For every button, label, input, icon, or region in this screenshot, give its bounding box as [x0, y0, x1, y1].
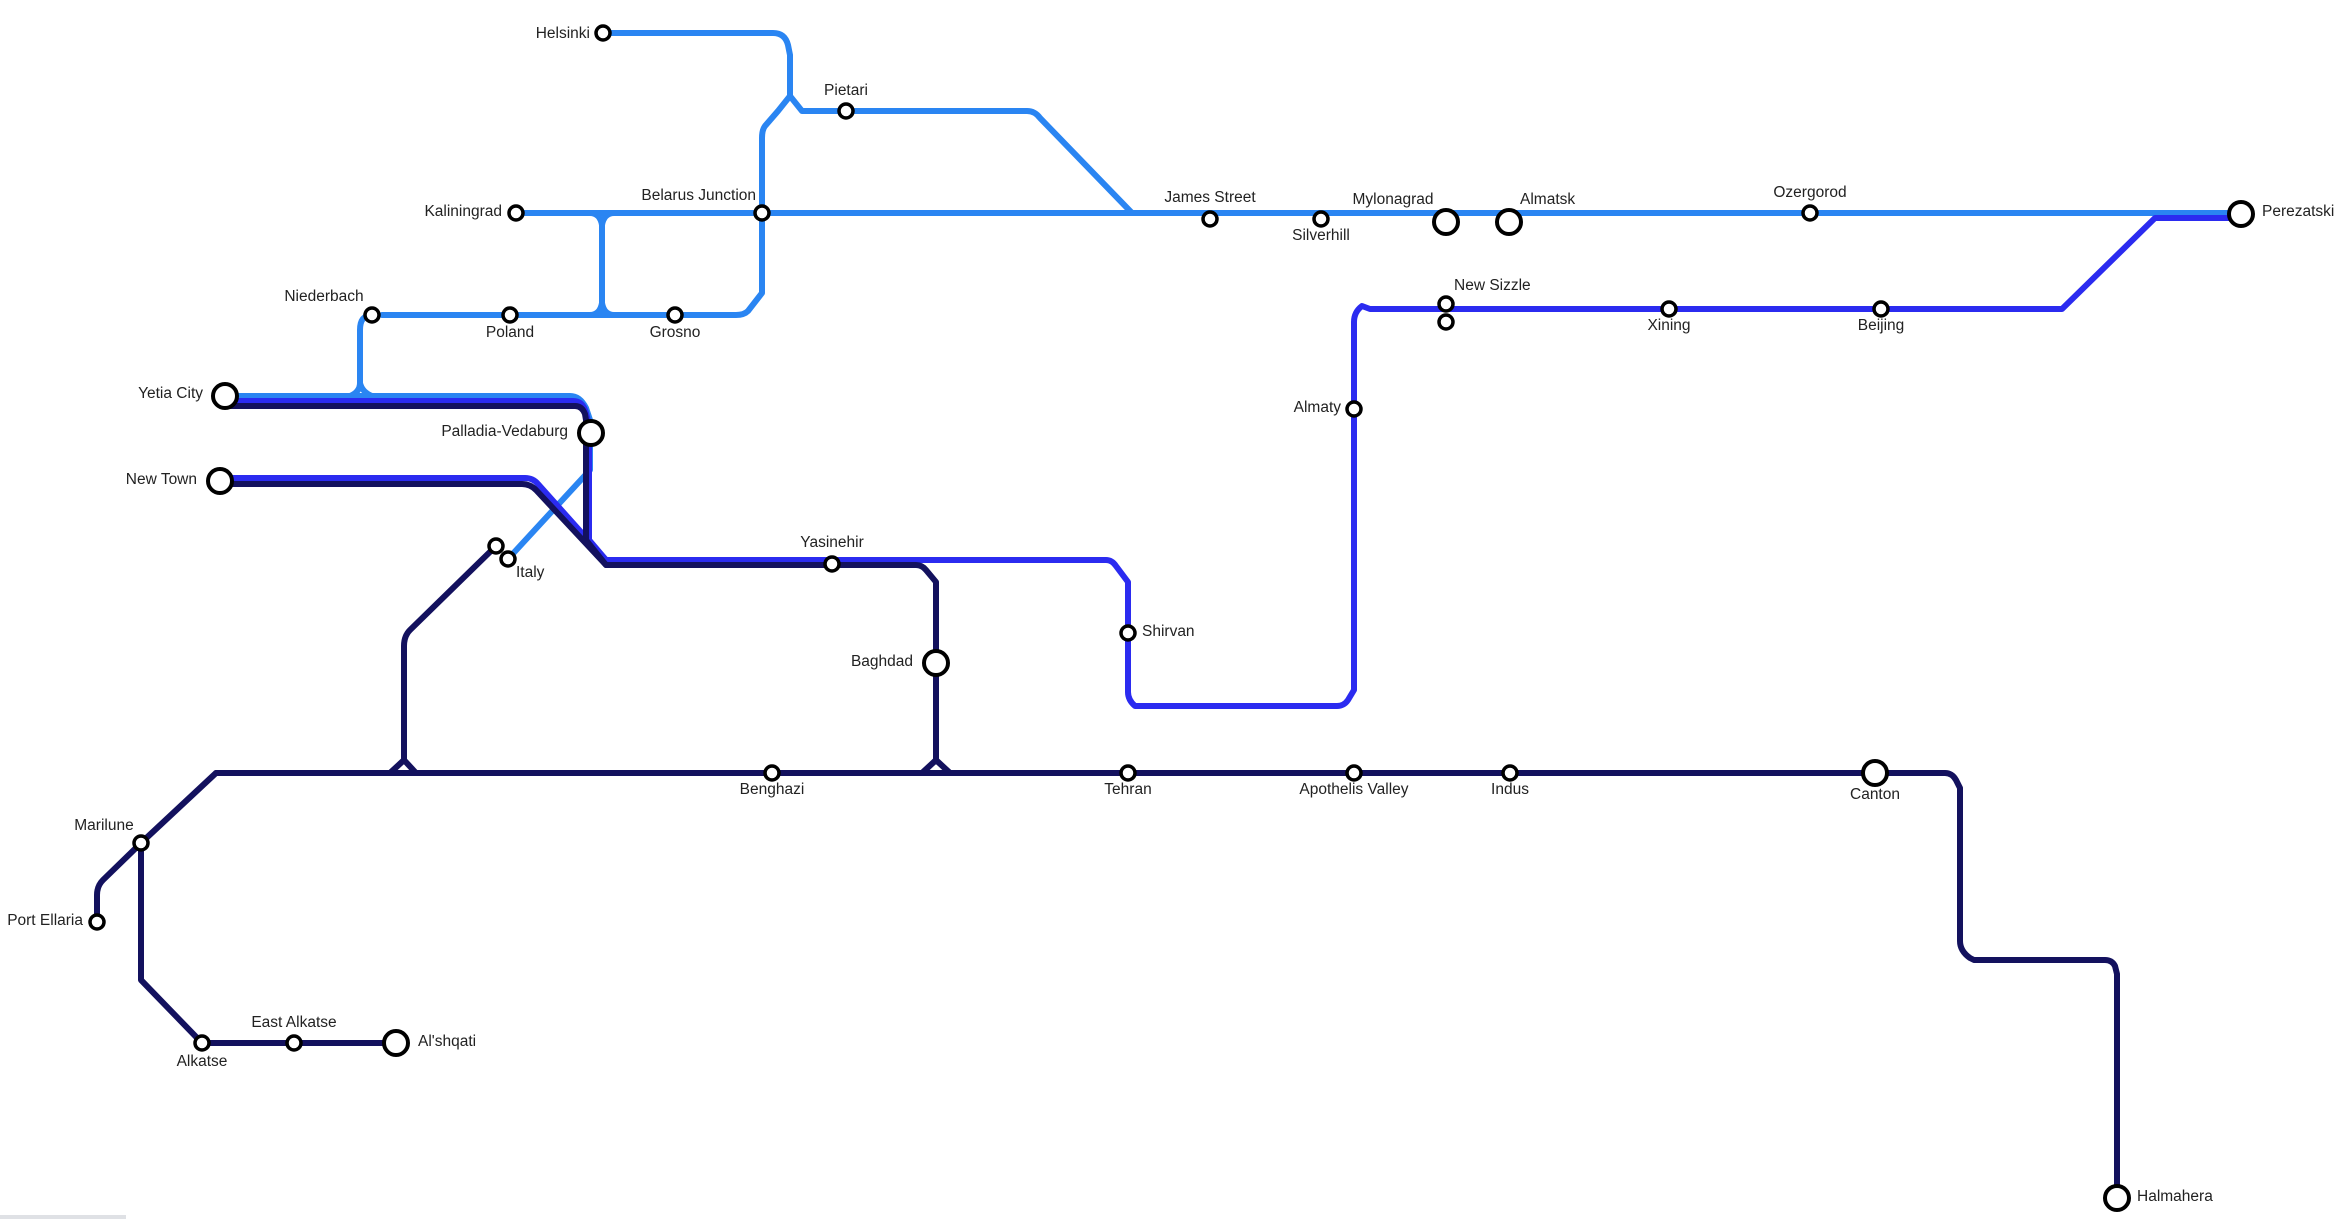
- station-east-alkatse[interactable]: [285, 1034, 303, 1052]
- label-port-ellaria: Port Ellaria: [7, 912, 83, 929]
- label-palladia-vedaburg: Palladia-Vedaburg: [441, 423, 568, 440]
- label-alkatse: Alkatse: [177, 1053, 228, 1070]
- station-ozergorod[interactable]: [1801, 204, 1819, 222]
- stations: [88, 24, 2255, 1212]
- station-apothelis-valley[interactable]: [1345, 764, 1363, 782]
- label-grosno: Grosno: [650, 324, 701, 341]
- label-canton: Canton: [1850, 786, 1900, 803]
- navy-italy-branch: [387, 543, 499, 776]
- label-new-town: New Town: [126, 471, 197, 488]
- label-james-street: James Street: [1164, 189, 1256, 206]
- station-kaliningrad[interactable]: [507, 204, 525, 222]
- station-perezatski[interactable]: [2227, 200, 2255, 228]
- station-pietari[interactable]: [837, 102, 855, 120]
- label-apothelis-valley: Apothelis Valley: [1299, 781, 1408, 798]
- label-yetia-city: Yetia City: [138, 385, 203, 402]
- light-blue-pietari-connector: [759, 93, 793, 216]
- station-alshqati[interactable]: [382, 1029, 410, 1057]
- station-new-sizzle-lower[interactable]: [1437, 313, 1455, 331]
- line-navy: [94, 403, 2120, 1201]
- label-ozergorod: Ozergorod: [1773, 184, 1846, 201]
- light-blue-kaliningrad-poland-link: [587, 210, 617, 318]
- station-xining[interactable]: [1660, 300, 1678, 318]
- station-italy[interactable]: [499, 550, 517, 568]
- station-beijing[interactable]: [1872, 300, 1890, 318]
- medium-blue-yetia-palladia: [222, 215, 2244, 709]
- station-yasinehir[interactable]: [823, 555, 841, 573]
- label-beijing: Beijing: [1858, 317, 1905, 334]
- station-yetia-city[interactable]: [211, 382, 239, 410]
- label-shirvan: Shirvan: [1142, 623, 1195, 640]
- label-baghdad: Baghdad: [851, 653, 913, 670]
- horizontal-scrollbar[interactable]: [0, 1215, 126, 1219]
- light-blue-helsinki-branch: [600, 30, 1135, 216]
- station-grosno[interactable]: [666, 306, 684, 324]
- label-poland: Poland: [486, 324, 534, 341]
- label-perezatski: Perezatski: [2262, 203, 2334, 220]
- navy-alkatse-branch: [138, 840, 399, 1046]
- label-pietari: Pietari: [824, 82, 868, 99]
- station-baghdad[interactable]: [922, 649, 950, 677]
- station-almatsk[interactable]: [1495, 208, 1523, 236]
- navy-main-south: [213, 770, 2120, 1201]
- label-benghazi: Benghazi: [740, 781, 805, 798]
- station-halmahera[interactable]: [2103, 1184, 2131, 1212]
- label-almatsk: Almatsk: [1520, 191, 1575, 208]
- navy-yetia-palladia: [222, 403, 953, 776]
- station-silverhill[interactable]: [1312, 210, 1330, 228]
- line-medium-blue: [217, 215, 2244, 709]
- station-tehran[interactable]: [1119, 764, 1137, 782]
- light-blue-belarus-to-grosno: [379, 210, 765, 318]
- station-marilune[interactable]: [132, 834, 150, 852]
- light-blue-niederbach-yetia: [347, 312, 375, 399]
- label-helsinki: Helsinki: [536, 25, 590, 42]
- label-new-sizzle: New Sizzle: [1454, 277, 1531, 294]
- label-italy: Italy: [516, 564, 545, 581]
- label-kaliningrad: Kaliningrad: [424, 203, 502, 220]
- label-mylonagrad: Mylonagrad: [1353, 191, 1434, 208]
- label-marilune: Marilune: [74, 817, 133, 834]
- station-indus[interactable]: [1501, 764, 1519, 782]
- medium-blue-new-town: [217, 475, 609, 563]
- label-xining: Xining: [1647, 317, 1690, 334]
- station-port-ellaria[interactable]: [88, 913, 106, 931]
- station-new-sizzle[interactable]: [1437, 295, 1455, 313]
- station-labels: Helsinki Pietari Kaliningrad Belarus Jun…: [7, 25, 2334, 1205]
- station-shirvan[interactable]: [1119, 624, 1137, 642]
- station-niederbach[interactable]: [363, 306, 381, 324]
- station-italy-navy[interactable]: [487, 537, 505, 555]
- station-benghazi[interactable]: [763, 764, 781, 782]
- station-poland[interactable]: [501, 306, 519, 324]
- station-belarus-junction[interactable]: [753, 204, 771, 222]
- navy-new-town: [217, 481, 609, 568]
- label-alshqati: Al'shqati: [418, 1033, 476, 1050]
- station-helsinki[interactable]: [594, 24, 612, 42]
- label-belarus-junction: Belarus Junction: [641, 187, 756, 204]
- station-alkatse[interactable]: [193, 1034, 211, 1052]
- station-mylonagrad[interactable]: [1432, 208, 1460, 236]
- label-tehran: Tehran: [1104, 781, 1151, 798]
- label-halmahera: Halmahera: [2137, 1188, 2213, 1205]
- label-almaty: Almaty: [1294, 399, 1342, 416]
- station-new-town[interactable]: [206, 467, 234, 495]
- label-indus: Indus: [1491, 781, 1529, 798]
- station-canton[interactable]: [1861, 759, 1889, 787]
- navy-marilune-branch: [94, 770, 219, 925]
- label-yasinehir: Yasinehir: [800, 534, 863, 551]
- label-silverhill: Silverhill: [1292, 227, 1350, 244]
- label-east-alkatse: East Alkatse: [251, 1014, 336, 1031]
- label-niederbach: Niederbach: [284, 288, 363, 305]
- station-almaty[interactable]: [1345, 400, 1363, 418]
- station-palladia-vedaburg[interactable]: [577, 419, 605, 447]
- station-james-street[interactable]: [1201, 210, 1219, 228]
